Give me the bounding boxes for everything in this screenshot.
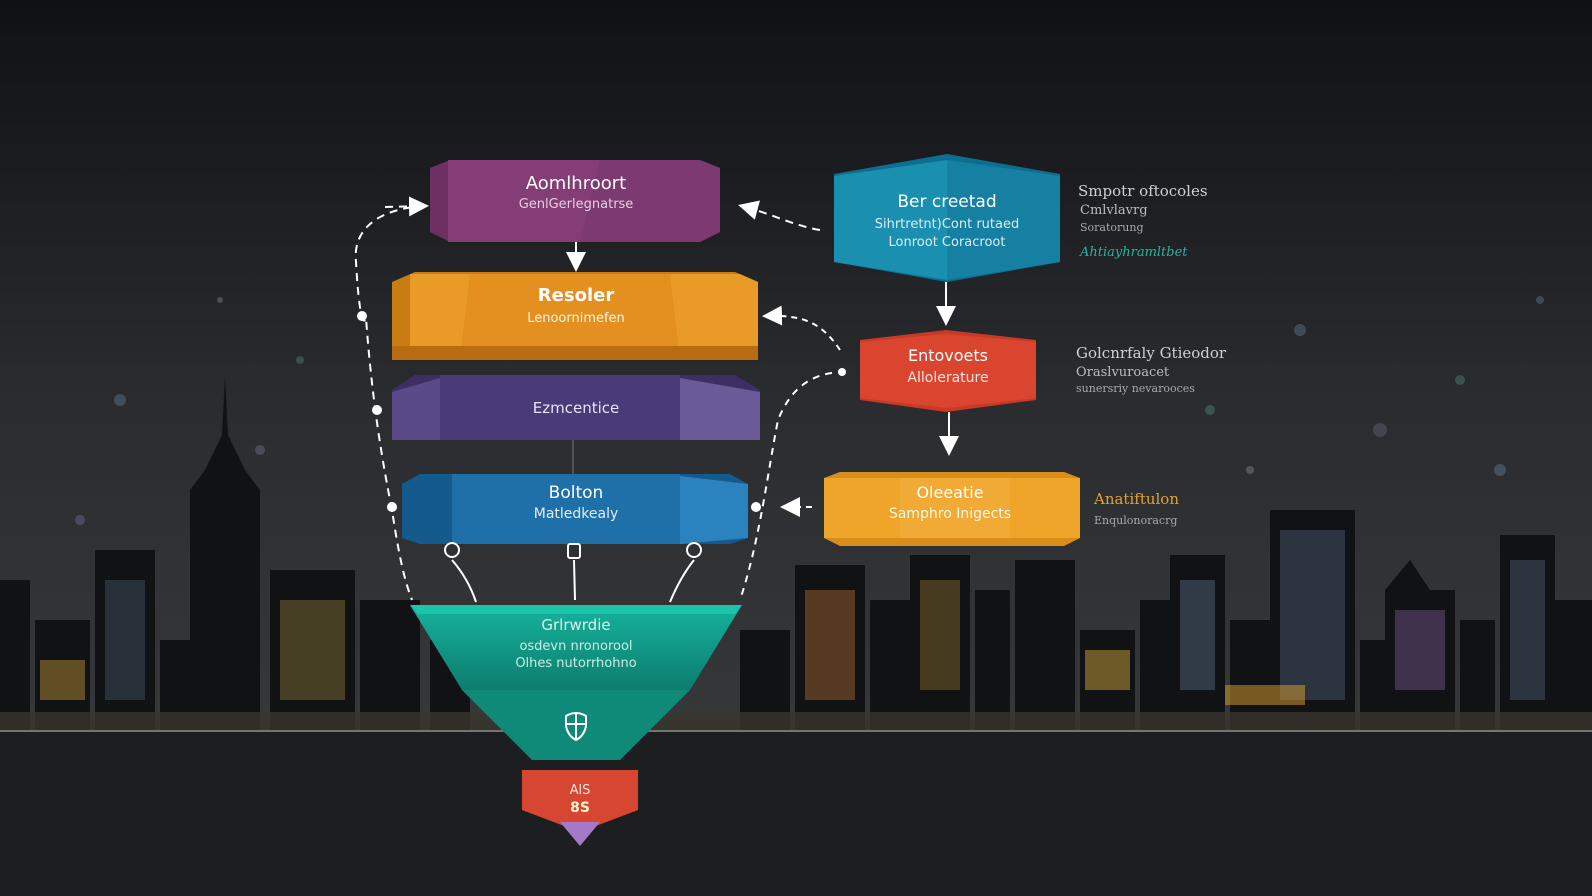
side-note-2: Golcnrfaly Gtieodor Oraslvuroacet suners… [1076,344,1227,395]
side-note-3-line-2: Enqulonoracrg [1094,514,1177,527]
arrow-rightbox-to-layer1 [738,200,821,231]
output-line-1: AlS [570,783,591,798]
side-note-1-line-3: Soratorung [1080,221,1144,234]
side-note-2-line-1: Golcnrfaly Gtieodor [1076,344,1227,362]
street-glow [0,712,1592,730]
funnel-title: Grlrwrdie [541,616,610,634]
right-box-2: Entovoets Allolerature [860,330,1036,412]
connectors [354,196,959,603]
layer-1-subtitle: GenlGerlegnatrse [519,197,634,212]
layer-4-subtitle: Matledkealy [534,506,619,522]
layer-3-title: Ezmcentice [533,399,619,417]
funnel: Grlrwrdie osdevn nronorool Olhes nutorrh… [410,605,742,760]
output-line-2: 8S [570,800,590,816]
bokeh-lights [75,296,1544,525]
loop-left-outer [354,205,426,601]
side-note-1-line-1: Smpotr oftocoles [1078,182,1208,200]
connector-dots [357,311,846,512]
city-window-lights [40,530,1545,705]
layer-1: Aomlhroort GenlGerlegnatrse [430,160,720,242]
side-note-3: Anatiftulon Enqulonoracrg [1093,490,1179,527]
funnel-line-2: Olhes nutorrhohno [515,656,636,671]
rope-loop-icon [444,542,460,558]
shield-icon [565,712,587,742]
right-box-1: Ber creetad Sihrtretnt)Cont rutaed Lonro… [834,154,1060,282]
funnel-rope-left [451,559,477,603]
side-note-1: Smpotr oftocoles Cmlvlavrg Soratorung Ah… [1078,182,1208,260]
arrow-red-to-funnel [739,371,846,601]
layer-4-title: Bolton [549,483,604,503]
side-note-1-line-2: Cmlvlavrg [1080,203,1148,218]
funnel-output-box: AlS 8S [522,770,638,846]
right-box-3-title: Oleeatie [916,483,983,502]
city-skyline [0,375,1592,730]
layer-3: Ezmcentice [392,375,760,440]
layer-2-subtitle: Lenoornimefen [527,311,625,326]
right-box-2-line-1: Allolerature [907,370,988,386]
layer-2-title: Resoler [538,285,615,306]
right-box-1-line-1: Sihrtretnt)Cont rutaed [875,217,1020,232]
plug-icon [567,543,581,559]
ground [0,732,1592,896]
layer-1-title: Aomlhroort [526,173,626,194]
layer-2: Resoler Lenoornimefen [392,272,758,360]
side-note-2-line-2: Oraslvuroacet [1076,365,1170,380]
side-note-2-line-3: sunersriy nevarooces [1076,382,1195,395]
right-box-1-title: Ber creetad [897,192,996,212]
right-box-2-title: Entovoets [908,346,988,365]
side-note-3-line-1: Anatiftulon [1093,490,1179,508]
funnel-rope-right [669,559,695,603]
layer-4: Bolton Matledkealy [402,474,748,544]
rope-loop-icon [686,542,702,558]
side-note-1-accent: Ahtiayhramltbet [1079,245,1188,260]
loop-left-arrowhead [384,196,429,217]
funnel-rope-center [573,559,576,601]
funnel-line-1: osdevn nronorool [519,639,632,654]
right-box-3-line-1: Samphro Inigects [889,506,1011,522]
right-box-1-line-2: Lonroot Coracroot [889,235,1006,250]
right-box-3: Oleeatie Samphro Inigects [824,472,1080,546]
